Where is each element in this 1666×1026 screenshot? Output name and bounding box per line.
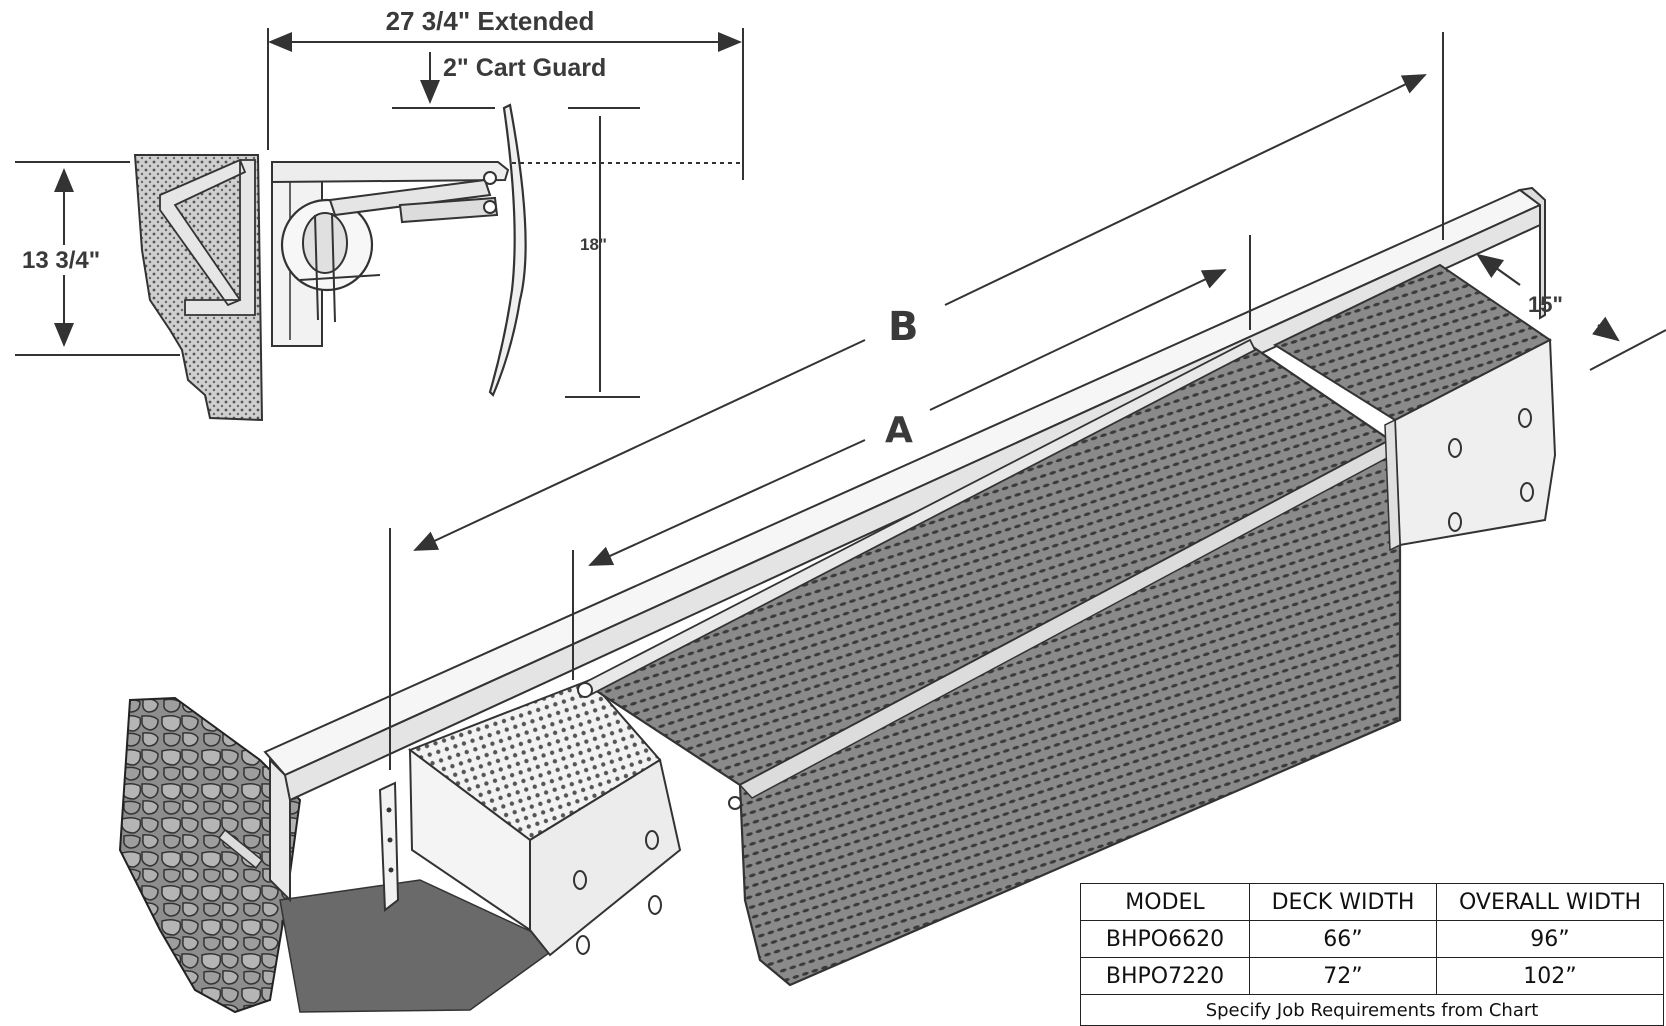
cylinder-arm bbox=[328, 178, 492, 217]
lip-label: 18" bbox=[580, 235, 607, 254]
table-note: Specify Job Requirements from Chart bbox=[1080, 994, 1664, 1026]
cell-overall-width: 102” bbox=[1436, 957, 1664, 995]
label-a: A bbox=[885, 410, 913, 451]
cart-guard-label: 2" Cart Guard bbox=[443, 54, 606, 82]
depth-label: 15" bbox=[1528, 292, 1563, 317]
table-note-row: Specify Job Requirements from Chart bbox=[1080, 994, 1664, 1026]
label-b: B bbox=[888, 304, 919, 350]
table-row: BHPO7220 72” 102” bbox=[1080, 957, 1664, 995]
dock-leveler-main-view bbox=[118, 186, 1557, 1014]
height-label: 13 3/4" bbox=[22, 247, 100, 274]
dimension-cart-guard: 2" Cart Guard bbox=[392, 52, 640, 109]
cell-deck-width: 66” bbox=[1249, 920, 1437, 958]
left-post bbox=[378, 781, 400, 912]
embedded-angle bbox=[159, 158, 256, 316]
cell-deck-width: 72” bbox=[1249, 957, 1437, 995]
extended-label: 27 3/4" Extended bbox=[386, 6, 595, 36]
top-plate bbox=[271, 161, 510, 184]
dimension-a: A bbox=[572, 235, 1251, 680]
dimension-height: 13 3/4" bbox=[15, 161, 180, 356]
header-model: MODEL bbox=[1080, 883, 1250, 921]
left-bumper bbox=[407, 678, 682, 957]
right-bumper bbox=[1272, 263, 1557, 552]
table-header-row: MODEL DECK WIDTH OVERALL WIDTH bbox=[1080, 883, 1664, 921]
stone-wall bbox=[118, 696, 302, 1014]
header-overall-width: OVERALL WIDTH bbox=[1436, 883, 1664, 921]
section-lip bbox=[488, 103, 527, 397]
dimension-b: B bbox=[389, 32, 1444, 770]
cross-section-detail bbox=[133, 103, 740, 422]
table-row: BHPO6620 66” 96” bbox=[1080, 920, 1664, 958]
header-deck-width: DECK WIDTH bbox=[1249, 883, 1437, 921]
concrete-section bbox=[133, 154, 264, 422]
cell-overall-width: 96” bbox=[1436, 920, 1664, 958]
dimension-extended: 27 3/4" Extended bbox=[267, 6, 744, 180]
cell-model: BHPO7220 bbox=[1080, 957, 1250, 995]
specification-table: MODEL DECK WIDTH OVERALL WIDTH BHPO6620 … bbox=[1080, 883, 1664, 1026]
dimension-depth: 15" bbox=[1476, 253, 1666, 371]
cell-model: BHPO6620 bbox=[1080, 920, 1250, 958]
dimension-lip: 18" bbox=[565, 116, 640, 398]
